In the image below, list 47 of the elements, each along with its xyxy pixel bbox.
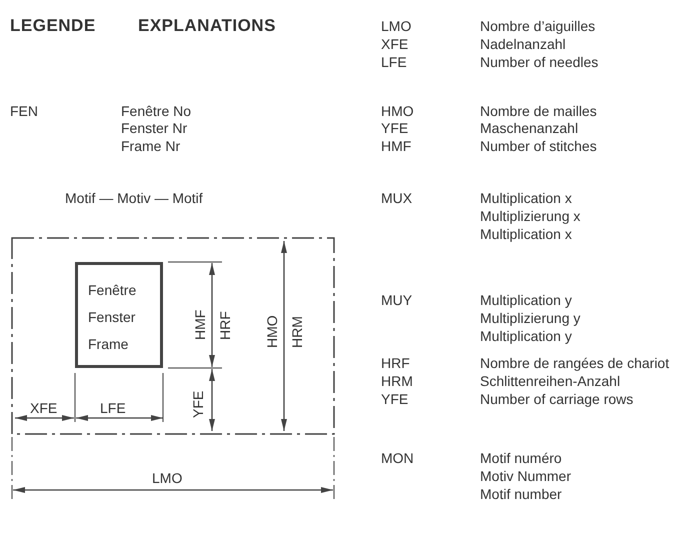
explanation-text: Fenster Nr [121,120,188,136]
explanation-text: Multiplizierung x [480,208,580,224]
explanation-text: Nombre d’aiguilles [480,18,596,34]
legend-heading: LEGENDE [10,18,96,34]
explanation-text: Multiplication x [480,226,572,242]
explanation-text: Maschenanzahl [480,120,578,136]
dimension-label: HMO [264,315,280,348]
explanation-text: Number of needles [480,54,598,70]
explanation-text: Motif number [480,486,562,502]
explanation-text: Nombre de mailles [480,103,597,119]
code-label: XFE [381,36,408,52]
explanation-text: Motiv Nummer [480,468,572,484]
code-label: LMO [381,18,412,34]
dimension-label: HRF [217,311,233,340]
explanation-text: Motif numéro [480,450,562,466]
explanation-text: Multiplication y [480,328,572,344]
code-label: HMF [381,138,412,154]
frame-box: Fenêtre Fenster Frame [75,262,163,368]
code-label: HRM [381,373,413,389]
explanation-text: Multiplication x [480,190,572,206]
legend-heading: EXPLANATIONS [138,18,276,34]
code-label: MUX [381,190,412,206]
explanation-text: Multiplizierung y [480,310,580,326]
explanation-text: Fenêtre No [121,103,192,119]
dimension-label: YFE [190,390,206,418]
dimension-label: HRM [289,316,305,348]
code-label: YFE [381,391,408,407]
explanation-text: Number of carriage rows [480,391,634,407]
dimension-label: XFE [30,400,58,416]
explanation-text: Schlittenreihen-Anzahl [480,373,620,389]
motif-area [12,190,334,434]
motif-heading: Motif — Motiv — Motif [65,190,203,206]
dimension-label: LMO [152,470,182,486]
code-label: MON [381,450,414,466]
dimension-label: LFE [100,400,126,416]
code-label: HMO [381,103,414,119]
explanation-text: Nadelnanzahl [480,36,566,52]
code-label: MUY [381,292,412,308]
code-label: FEN [10,103,38,119]
code-label: LFE [381,54,407,70]
explanation-text: Nombre de rangées de chariot [480,355,670,371]
code-label: YFE [381,120,408,136]
explanation-text: Frame Nr [121,138,180,154]
explanation-text: Number of stitches [480,138,597,154]
code-label: HRF [381,355,410,371]
explanation-text: Multiplication y [480,292,572,308]
dimension-label: HMF [192,310,208,340]
